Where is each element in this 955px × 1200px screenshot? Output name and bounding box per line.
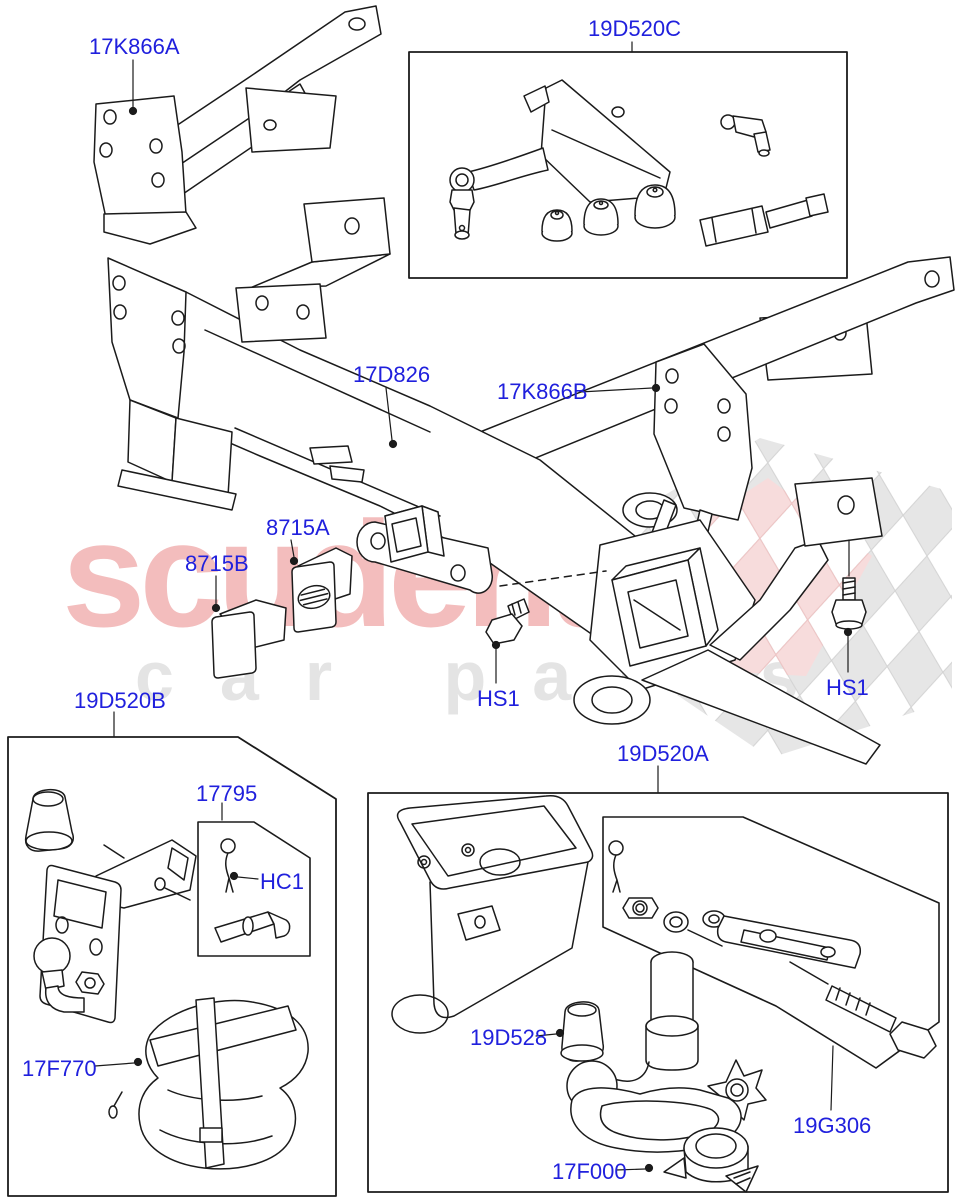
leader-lines (94, 41, 853, 1173)
part-label-19D520A[interactable]: 19D520A (617, 741, 709, 766)
part-label-HS1-right[interactable]: HS1 (826, 675, 869, 700)
part-label-17K866A[interactable]: 17K866A (89, 34, 180, 59)
kit-box-19d520c-drawing (408, 51, 848, 279)
hs1-bolt-left-drawing (485, 598, 530, 645)
part-label-HS1-left[interactable]: HS1 (477, 686, 520, 711)
dome-caps (541, 184, 676, 242)
receiver-end-drawing (573, 477, 883, 765)
part-label-19G306[interactable]: 19G306 (793, 1113, 872, 1138)
part-label-HC1[interactable]: HC1 (260, 869, 305, 894)
kit-box-19d520b-drawing (7, 736, 337, 1197)
part-label-8715B[interactable]: 8715B (185, 551, 249, 576)
part-label-17D826[interactable]: 17D826 (353, 362, 431, 387)
part-label-17K866B[interactable]: 17K866B (497, 379, 588, 404)
collar-17f000 (663, 1127, 759, 1193)
socket-and-plugs-drawing (211, 505, 607, 679)
part-label-17F000[interactable]: 17F000 (552, 1159, 627, 1184)
part-label-8715A[interactable]: 8715A (266, 515, 330, 540)
part-label-19D520C[interactable]: 19D520C (588, 16, 681, 41)
part-17k866a-drawing (93, 5, 382, 245)
part-label-17F770[interactable]: 17F770 (22, 1056, 97, 1081)
kit-box-19d520a-drawing (367, 792, 949, 1193)
part-label-19D528[interactable]: 19D528 (470, 1025, 548, 1050)
part-label-17795[interactable]: 17795 (196, 781, 258, 806)
hs1-bolt-right-drawing (831, 577, 867, 630)
part-label-19D520B[interactable]: 19D520B (74, 688, 166, 713)
